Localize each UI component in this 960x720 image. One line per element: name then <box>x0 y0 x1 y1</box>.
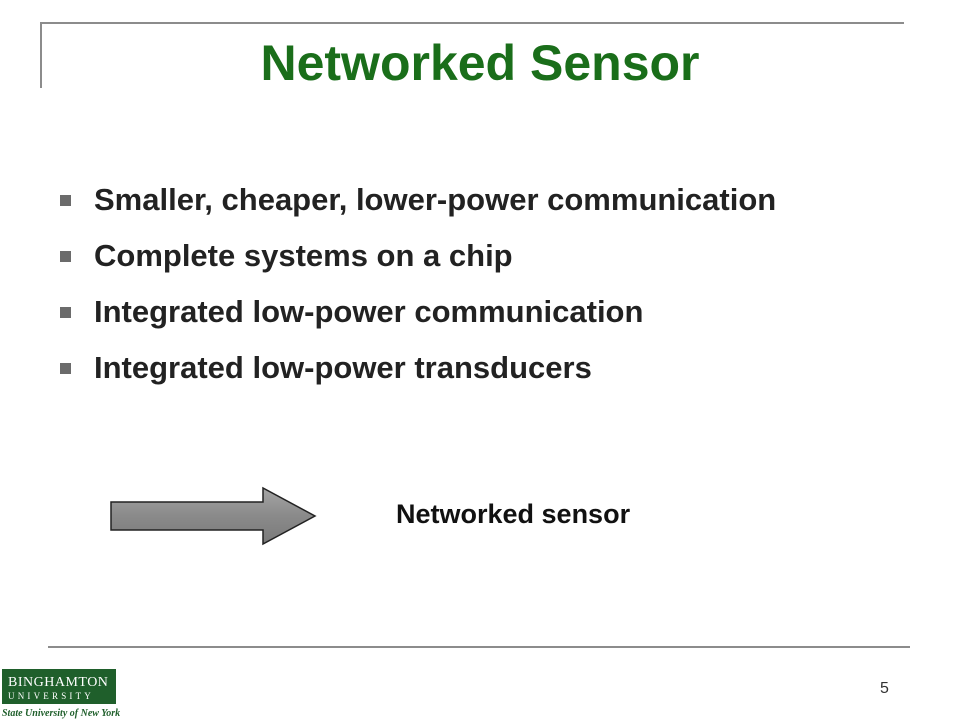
top-rule <box>40 22 904 24</box>
arrow-label: Networked sensor <box>396 499 631 529</box>
svg-text:BINGHAMTON: BINGHAMTON <box>8 675 108 690</box>
page-number: 5 <box>880 680 889 697</box>
top-left-rule <box>40 22 42 88</box>
svg-text:UNIVERSITY: UNIVERSITY <box>8 691 94 701</box>
bullet-text: Smaller, cheaper, lower-power communicat… <box>94 182 777 217</box>
bullet-item: Smaller, cheaper, lower-power communicat… <box>60 178 820 222</box>
bullet-item: Integrated low-power transducers <box>60 346 820 390</box>
bullet-list: Smaller, cheaper, lower-power communicat… <box>60 178 820 402</box>
bullet-marker <box>60 195 71 206</box>
right-arrow-icon <box>110 486 317 546</box>
bullet-text: Integrated low-power communication <box>94 294 644 329</box>
slide-title: Networked Sensor <box>260 35 700 91</box>
bullet-text: Integrated low-power transducers <box>94 350 592 385</box>
svg-text:State University of New York: State University of New York <box>2 708 120 719</box>
bullet-item: Complete systems on a chip <box>60 234 820 278</box>
bullet-text: Complete systems on a chip <box>94 238 513 273</box>
bottom-rule <box>48 646 910 648</box>
bullet-marker <box>60 251 71 262</box>
bullet-marker <box>60 363 71 374</box>
bullet-marker <box>60 307 71 318</box>
binghamton-university-logo: BINGHAMTON UNIVERSITY State University o… <box>2 669 120 719</box>
bullet-item: Integrated low-power communication <box>60 290 820 334</box>
